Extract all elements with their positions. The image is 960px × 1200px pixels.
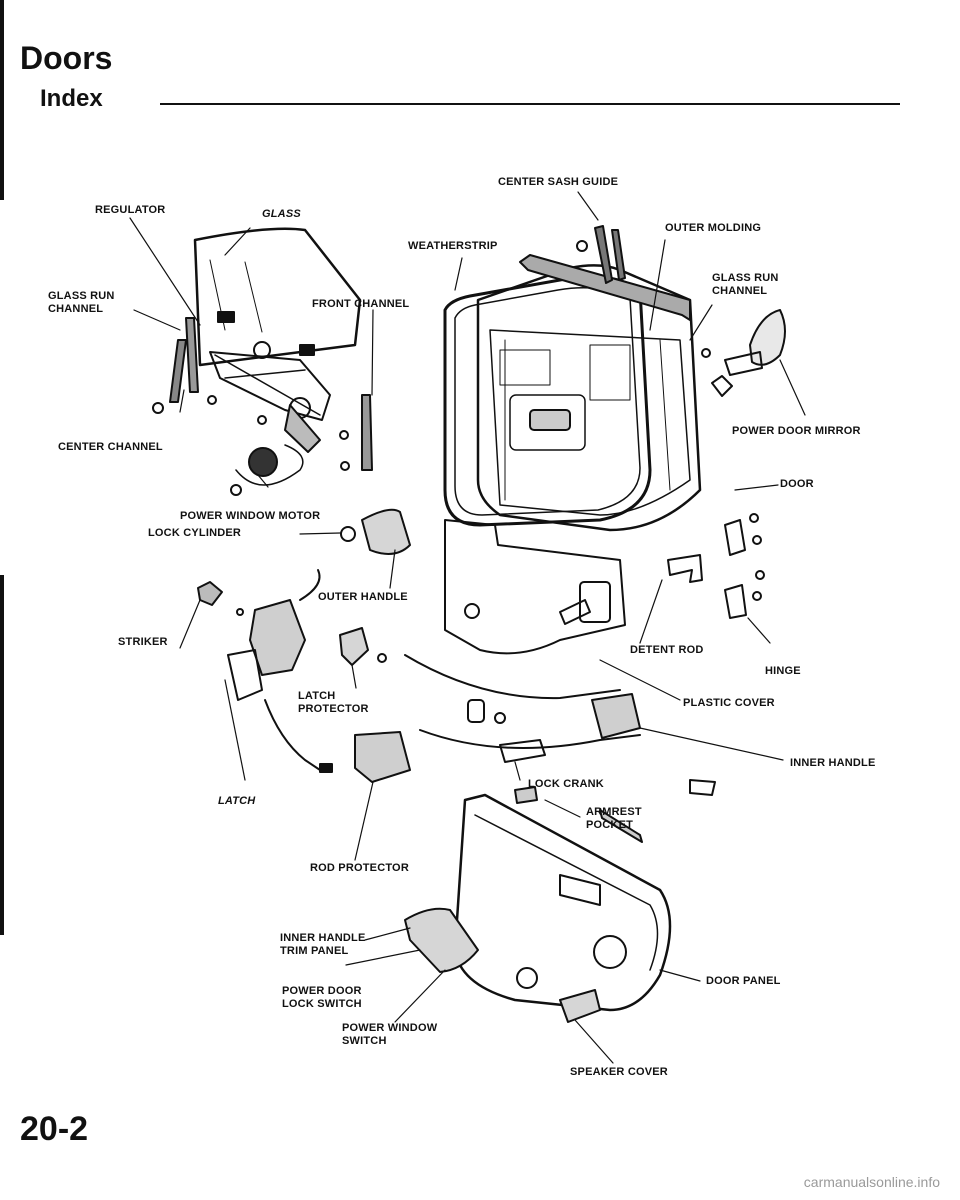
title-rule [160, 103, 900, 105]
label-front-channel: FRONT CHANNEL [312, 298, 410, 310]
label-power-door-lock-switch: POWER DOOR LOCK SWITCH [282, 985, 362, 1010]
label-lock-cylinder: LOCK CYLINDER [148, 527, 242, 539]
label-power-door-mirror: POWER DOOR MIRROR [732, 425, 861, 437]
label-hinge: HINGE [765, 665, 801, 677]
inner-handle-part [591, 693, 641, 739]
power-window-motor-part [230, 444, 304, 496]
glass-part [193, 227, 362, 367]
label-regulator: REGULATOR [95, 204, 166, 216]
front-channel-part [361, 394, 373, 471]
outer-handle-part [361, 508, 411, 555]
armrest-pocket-part [514, 786, 538, 804]
leader-lines [129, 191, 806, 1064]
label-outer-handle: OUTER HANDLE [318, 591, 408, 603]
latch-part [227, 569, 333, 773]
label-speaker-cover: SPEAKER COVER [570, 1066, 668, 1078]
label-latch-protector: LATCH PROTECTOR [298, 690, 369, 715]
label-inner-handle-trim-panel: INNER HANDLE TRIM PANEL [280, 932, 366, 957]
regulator-part [209, 341, 331, 453]
detent-rod-part [667, 554, 703, 583]
door-shell-part [476, 264, 702, 532]
label-rod-protector: ROD PROTECTOR [310, 862, 409, 874]
power-door-mirror-part [701, 309, 786, 397]
label-weatherstrip: WEATHERSTRIP [408, 240, 498, 252]
center-channel-part [169, 339, 187, 403]
footer-watermark: carmanualsonline.info [803, 1174, 940, 1190]
label-door-panel: DOOR PANEL [706, 975, 781, 987]
margin-bar-top [0, 0, 4, 200]
label-door: DOOR [780, 478, 814, 490]
page-title: Doors [20, 40, 113, 76]
speaker-cover-part [559, 989, 601, 1023]
page-number: 20-2 [20, 1110, 89, 1148]
lock-cylinder-part [340, 526, 356, 542]
weatherstrip-part [443, 275, 652, 527]
speaker-grille [516, 967, 538, 989]
label-plastic-cover: PLASTIC COVER [683, 697, 775, 709]
label-striker: STRIKER [118, 636, 168, 648]
striker-part [197, 581, 223, 606]
inner-handle-trim-panel-part [404, 907, 479, 973]
margin-bar-bottom [0, 575, 4, 935]
plastic-cover-part [444, 519, 626, 655]
door-panel-part [453, 793, 672, 1012]
label-lock-crank: LOCK CRANK [528, 778, 604, 790]
label-latch: LATCH [218, 795, 256, 807]
label-center-channel: CENTER CHANNEL [58, 441, 163, 453]
center-sash-guide-part [594, 225, 613, 284]
label-inner-handle: INNER HANDLE [790, 757, 876, 769]
label-glass: GLASS [262, 208, 301, 220]
glass-run-channel-left [185, 317, 199, 393]
label-power-window-motor: POWER WINDOW MOTOR [180, 510, 321, 522]
hinge-part [724, 513, 765, 619]
label-detent-rod: DETENT ROD [630, 644, 704, 656]
label-glass-run-channel-left: GLASS RUN CHANNEL [48, 290, 115, 315]
label-center-sash-guide: CENTER SASH GUIDE [498, 176, 619, 188]
page-subtitle: Index [40, 85, 103, 112]
label-armrest-pocket: ARMREST POCKET [586, 806, 642, 831]
door-rod [404, 654, 621, 700]
outer-molding-part [519, 254, 691, 321]
rod-protector-part [354, 731, 411, 783]
lock-crank-part [499, 739, 546, 763]
label-glass-run-channel-right: GLASS RUN CHANNEL [712, 272, 779, 297]
latch-protector-part [339, 627, 369, 666]
label-outer-molding: OUTER MOLDING [665, 222, 762, 234]
label-power-window-switch: POWER WINDOW SWITCH [342, 1022, 438, 1047]
